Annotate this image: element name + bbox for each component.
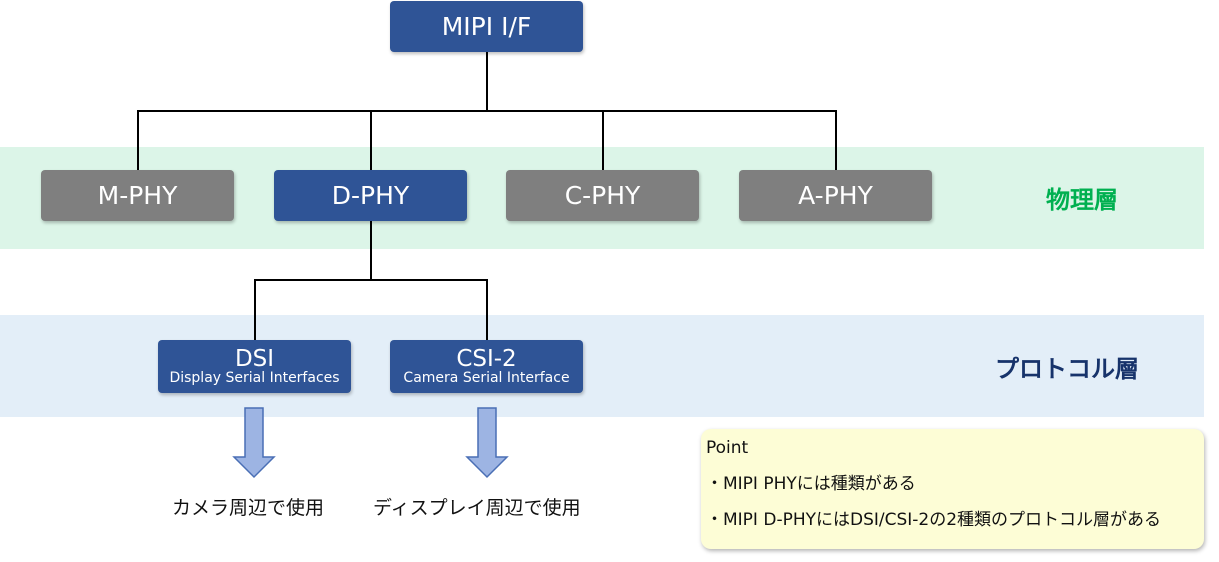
- node-label: D-PHY: [331, 181, 410, 210]
- point-note: Point ・MIPI PHYには種類がある ・MIPI D-PHYにはDSI/…: [701, 429, 1204, 549]
- connector-line: [137, 110, 139, 170]
- csi-2-usage-text: ディスプレイ周辺で使用: [373, 497, 581, 519]
- node-label: A-PHY: [798, 181, 873, 210]
- a-phy-node: A-PHY: [739, 170, 932, 221]
- dsi-usage-text: カメラ周辺で使用: [172, 497, 325, 519]
- m-phy-node: M-PHY: [41, 170, 234, 221]
- down-arrow-icon: [465, 407, 509, 479]
- node-label: C-PHY: [564, 181, 641, 210]
- point-item: ・MIPI D-PHYにはDSI/CSI-2の2種類のプロトコル層がある: [706, 510, 1162, 530]
- connector-line: [486, 52, 488, 110]
- point-title: Point: [706, 438, 749, 458]
- c-phy-node: C-PHY: [506, 170, 699, 221]
- d-phy-node: D-PHY: [274, 170, 467, 221]
- dsi-node: DSI Display Serial Interfaces: [158, 340, 351, 393]
- connector-line: [370, 110, 372, 170]
- connector-line: [835, 110, 837, 170]
- node-label: MIPI I/F: [441, 12, 532, 41]
- connector-line: [486, 279, 488, 340]
- connector-line: [254, 279, 256, 340]
- csi-2-node: CSI-2 Camera Serial Interface: [390, 340, 583, 393]
- point-item: ・MIPI PHYには種類がある: [706, 474, 916, 494]
- node-sublabel: Display Serial Interfaces: [169, 370, 340, 386]
- down-arrow-icon: [232, 407, 276, 479]
- mipi-if-node: MIPI I/F: [390, 1, 583, 52]
- connector-line: [137, 110, 837, 112]
- connector-line: [370, 221, 372, 280]
- connector-line: [602, 110, 604, 170]
- connector-line: [254, 279, 488, 281]
- node-label: CSI-2: [456, 346, 517, 372]
- protocol-layer-label: プロトコル層: [995, 355, 1139, 383]
- node-label: M-PHY: [97, 181, 178, 210]
- node-label: DSI: [234, 346, 275, 372]
- physical-layer-label: 物理層: [1046, 186, 1118, 214]
- node-sublabel: Camera Serial Interface: [403, 370, 570, 386]
